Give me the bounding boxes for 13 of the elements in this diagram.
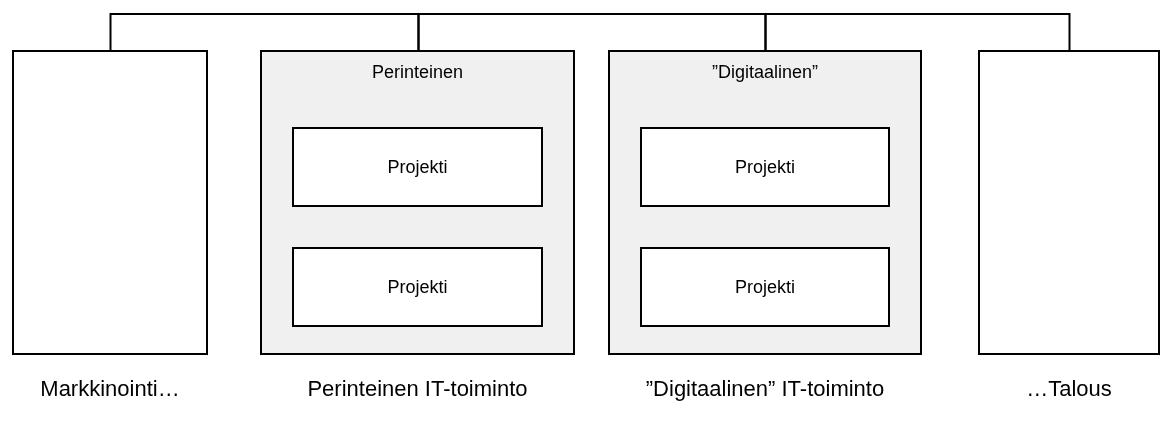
connector-line: [764, 13, 1071, 51]
section-heading: Perinteinen: [370, 62, 465, 83]
department-label: Markkinointi…: [39, 375, 181, 403]
project-box: Projekti: [292, 247, 543, 327]
department-label: Perinteinen IT-toiminto: [306, 375, 529, 403]
project-box: Projekti: [640, 127, 890, 207]
section-heading: ”Digitaalinen”: [710, 62, 820, 83]
project-box: Projekti: [292, 127, 543, 207]
connector-line: [417, 13, 767, 51]
department-label: …Talous: [1025, 375, 1113, 403]
department-label: ”Digitaalinen” IT-toiminto: [644, 375, 886, 403]
connector-line: [109, 13, 420, 51]
project-box: Projekti: [640, 247, 890, 327]
